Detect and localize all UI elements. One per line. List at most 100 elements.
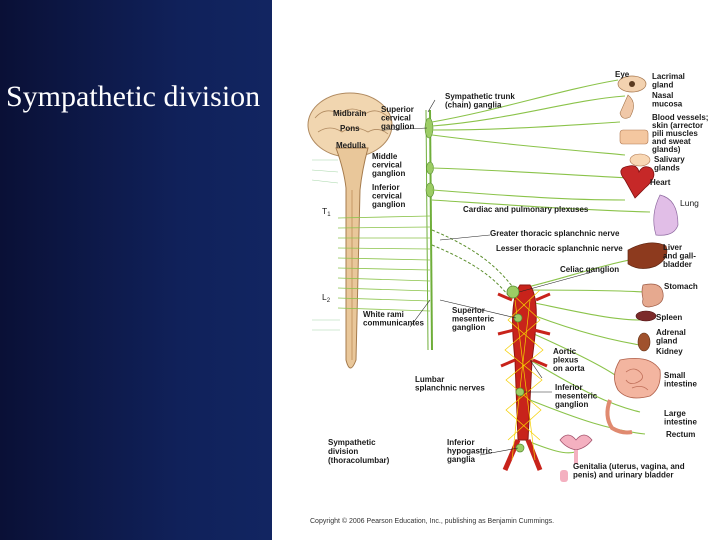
celiac-ganglion-label-line: Celiac ganglion [560, 265, 619, 274]
postganglionic-fibers [431, 79, 651, 454]
cardiac-plexus-label-line: Cardiac and pulmonary plexuses [463, 205, 589, 214]
lesser-splanchnic-label-line: Lesser thoracic splanchnic nerve [496, 244, 623, 253]
medulla-label: Medulla [336, 141, 366, 150]
superior-cervical-label-line: ganglion [381, 122, 414, 131]
midbrain-label-line: Midbrain [333, 109, 366, 118]
rectum-label-line: Rectum [666, 430, 695, 439]
adrenal-label-line: Adrenal [656, 328, 686, 337]
cardiac-plexus-label: Cardiac and pulmonary plexuses [463, 205, 589, 214]
inferior-hypogastric-ganglia [515, 443, 525, 453]
large-intestine-label-line: Large [664, 409, 686, 418]
large-intestine-organ [605, 399, 633, 435]
lesser-splanchnic-label: Lesser thoracic splanchnic nerve [496, 244, 623, 253]
superior-mesenteric-label-line: ganglion [452, 323, 485, 332]
sympathetic-trunk-label-line: Sympathetic trunk [445, 92, 515, 101]
inferior-mesenteric-ganglion [515, 387, 525, 397]
aortic-plexus-label-line: on aorta [553, 364, 585, 373]
lacrimal-label-line: gland [652, 81, 673, 90]
inferior-cervical-label-line: cervical [372, 192, 402, 201]
nasal-label-line: Nasal [652, 91, 673, 100]
intestine-organ [614, 357, 661, 399]
spleen-label: Spleen [656, 313, 682, 322]
nasal-label-line: mucosa [652, 100, 683, 109]
eye-label: Eye [615, 70, 630, 79]
blood-vessels-label-line: Blood vessels; [652, 113, 708, 122]
middle-cervical-label-line: ganglion [372, 169, 405, 178]
salivary-label-line: glands [654, 164, 680, 173]
superior-cervical-label-line: cervical [381, 114, 411, 123]
large-intestine-label-line: intestine [664, 418, 697, 427]
division-label-line: Sympathetic [328, 438, 376, 447]
sympathetic-chain [425, 109, 433, 351]
pons-label-line: Pons [340, 124, 360, 133]
heart-label-line: Heart [650, 178, 671, 187]
slide-title: Sympathetic division [6, 80, 261, 113]
sympathetic-trunk-label-line: (chain) ganglia [445, 101, 502, 110]
celiac-ganglion-label: Celiac ganglion [560, 265, 619, 274]
stomach-organ [641, 283, 664, 308]
middle-cervical-label-line: Middle [372, 152, 398, 161]
greater-splanchnic-label-line: Greater thoracic splanchnic nerve [490, 229, 620, 238]
lumbar-splanchnic-label-line: Lumbar [415, 375, 444, 384]
division-label-line: division [328, 447, 358, 456]
inferior-mesenteric-label-line: ganglion [555, 400, 588, 409]
lung-label: Lung [680, 198, 699, 208]
aortic-plexus-label-line: plexus [553, 356, 579, 365]
kidney-label: Kidney [656, 347, 683, 356]
division-label-line: (thoracolumbar) [328, 456, 390, 465]
label-pointers [383, 99, 593, 456]
stomach-label: Stomach [664, 282, 698, 291]
copyright-notice-line: Copyright © 2006 Pearson Education, Inc.… [310, 517, 554, 525]
genitalia-label-line: Genitalia (uterus, vagina, and [573, 462, 685, 471]
lung-label-line: Lung [680, 198, 699, 208]
heart-label: Heart [650, 178, 671, 187]
inferior-hypogastric-label-line: Inferior [447, 438, 475, 447]
spleen-organ [635, 310, 657, 322]
rectum-label: Rectum [666, 430, 695, 439]
liver-label-line: bladder [663, 260, 692, 269]
white-rami-label-line: White rami [363, 310, 404, 319]
pons-label: Pons [340, 124, 360, 133]
l2-level-label: L2 [322, 292, 331, 304]
adrenal-label-line: gland [656, 337, 677, 346]
skin-organ [619, 129, 649, 145]
superior-cervical-label-line: Superior [381, 105, 414, 114]
inferior-hypogastric-label-line: hypogastric [447, 447, 493, 456]
aortic-plexus-label-line: Aortic [553, 347, 577, 356]
superior-mesenteric-label-line: mesenteric [452, 315, 495, 324]
genitalia-label-line: penis) and urinary bladder [573, 471, 673, 480]
nasal-organ [619, 94, 634, 119]
white-rami-label-line: communicantes [363, 319, 424, 328]
aortic-plexus [504, 289, 544, 461]
spleen-label-line: Spleen [656, 313, 682, 322]
liver-label-line: Liver [663, 243, 682, 252]
inferior-mesenteric-label-line: Inferior [555, 383, 583, 392]
salivary-organ [629, 153, 651, 167]
blood-vessels-label-line: pili muscles [652, 129, 698, 138]
superior-mesenteric-ganglion [513, 313, 523, 323]
lumbar-splanchnic-label-line: splanchnic nerves [415, 384, 485, 393]
kidney-label-line: Kidney [656, 347, 683, 356]
sympathetic-trunk-label: Sympathetic trunk(chain) ganglia [445, 92, 515, 110]
salivary-label-line: Salivary [654, 155, 685, 164]
stomach-label-line: Stomach [664, 282, 698, 291]
small-intestine-label-line: Small [664, 371, 685, 380]
small-intestine-label-line: intestine [664, 380, 697, 389]
medulla-label-line: Medulla [336, 141, 366, 150]
inferior-hypogastric-label-line: ganglia [447, 455, 476, 464]
